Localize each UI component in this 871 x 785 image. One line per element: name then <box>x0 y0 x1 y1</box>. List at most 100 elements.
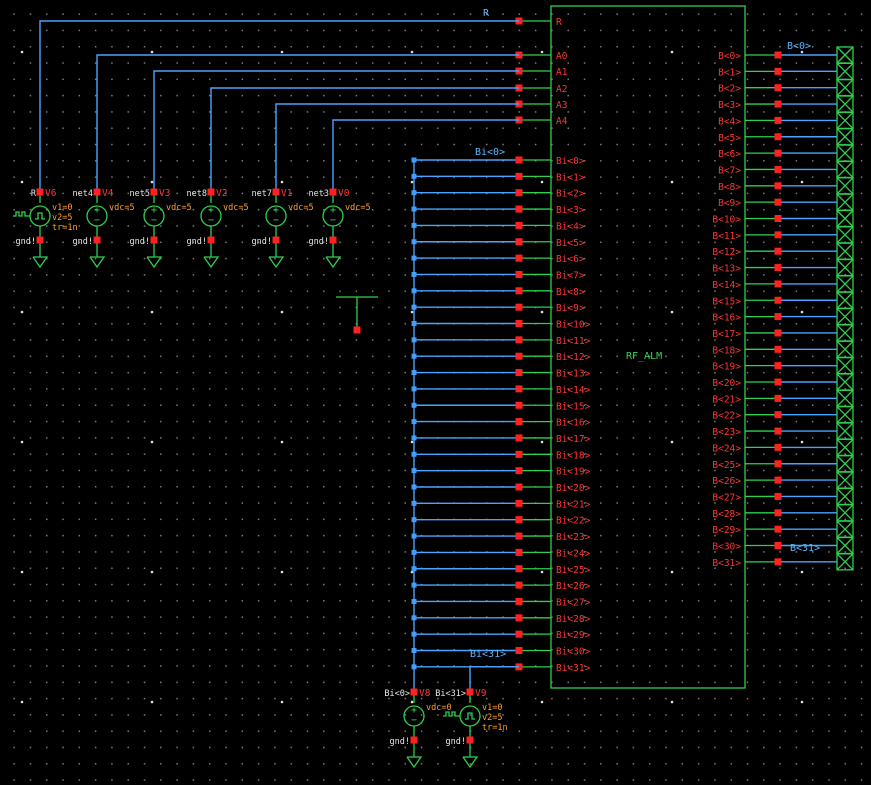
pin-b-29[interactable] <box>774 525 782 533</box>
pin-bi-3[interactable] <box>515 205 523 213</box>
voltage-source-v3[interactable] <box>143 192 165 269</box>
pin-bi-14[interactable] <box>515 385 523 393</box>
pin-b-10[interactable] <box>774 215 782 222</box>
instance-name: V9 <box>475 688 487 699</box>
rf-alm-instance-box[interactable] <box>550 5 746 689</box>
noconn-x <box>836 46 854 64</box>
pin-src-plus[interactable] <box>207 188 215 196</box>
pin-label-bi-31: Bi<31> <box>556 663 591 674</box>
pin-b-17[interactable] <box>774 329 782 337</box>
pin-b-28[interactable] <box>774 509 782 517</box>
pin-bi-15[interactable] <box>515 401 523 409</box>
pin-b-11[interactable] <box>774 231 782 239</box>
voltage-source-v0[interactable] <box>322 192 344 269</box>
pin-bi-13[interactable] <box>515 369 523 377</box>
pin-src-plus[interactable] <box>93 188 101 196</box>
voltage-source-v6[interactable] <box>13 192 51 269</box>
pin-bi-26[interactable] <box>515 581 523 589</box>
pin-bi-1[interactable] <box>515 172 523 180</box>
pin-bi-28[interactable] <box>515 614 523 622</box>
pin-bi-5[interactable] <box>515 238 523 246</box>
pin-b-15[interactable] <box>774 296 782 304</box>
pin-b-18[interactable] <box>774 345 782 353</box>
pin-bi-11[interactable] <box>515 336 523 344</box>
pin-b-8[interactable] <box>774 182 782 190</box>
pin-bi-9[interactable] <box>515 303 523 311</box>
pin-b-25[interactable] <box>774 460 782 468</box>
pin-b-23[interactable] <box>774 427 782 435</box>
voltage-source-v8[interactable] <box>403 692 425 769</box>
pin-b-13[interactable] <box>774 264 782 272</box>
pin-bi-22[interactable] <box>515 516 523 524</box>
pin-b-26[interactable] <box>774 476 782 484</box>
pin-bi-30[interactable] <box>515 647 523 654</box>
pin-b-19[interactable] <box>774 362 782 370</box>
pin-src-plus[interactable] <box>36 188 44 196</box>
pin-label-b-12: B<12> <box>712 247 741 258</box>
pin-src-minus[interactable] <box>410 736 418 744</box>
pin-src-minus[interactable] <box>329 236 337 244</box>
voltage-source-v4[interactable] <box>86 192 108 269</box>
pin-bi-6[interactable] <box>515 254 523 262</box>
pin-b-16[interactable] <box>774 313 782 321</box>
pin-bi-8[interactable] <box>515 287 523 295</box>
pin-b-24[interactable] <box>774 443 782 451</box>
pin-b-4[interactable] <box>774 116 782 124</box>
pin-b-9[interactable] <box>774 198 782 206</box>
pin-src-minus[interactable] <box>272 236 280 244</box>
pin-bi-4[interactable] <box>515 221 523 229</box>
pin-src-minus[interactable] <box>207 236 215 244</box>
pin-bi-27[interactable] <box>515 597 523 605</box>
pin-b-14[interactable] <box>774 280 782 288</box>
pin-bi-23[interactable] <box>515 532 523 540</box>
pin-bi-24[interactable] <box>515 548 523 556</box>
pin-b-2[interactable] <box>774 84 782 92</box>
pin-bi-20[interactable] <box>515 483 523 491</box>
grid-major-dot <box>410 700 414 704</box>
pin-b-5[interactable] <box>774 133 782 141</box>
pin-b-21[interactable] <box>774 394 782 402</box>
pin-src-plus[interactable] <box>272 188 280 196</box>
pin-b-22[interactable] <box>774 411 782 419</box>
pin-src-plus[interactable] <box>466 688 474 696</box>
pin-b-6[interactable] <box>774 149 782 157</box>
grid-major-dot <box>800 700 804 704</box>
pin-src-minus[interactable] <box>150 236 158 244</box>
source-param: vdc=5 <box>109 203 135 213</box>
pin-src-minus[interactable] <box>466 736 474 744</box>
plus-icon: + <box>330 205 336 216</box>
pin-bi-29[interactable] <box>515 630 523 638</box>
pin-bi-7[interactable] <box>515 270 523 278</box>
stray-pin[interactable] <box>353 326 361 334</box>
pin-b-31[interactable] <box>774 558 782 566</box>
pin-b-7[interactable] <box>774 165 782 173</box>
pin-b-30[interactable] <box>774 542 782 549</box>
pin-bi-10[interactable] <box>515 320 523 327</box>
pin-src-plus[interactable] <box>150 188 158 196</box>
pin-b-0[interactable] <box>774 51 782 59</box>
pin-bi-19[interactable] <box>515 467 523 475</box>
pin-src-minus[interactable] <box>93 236 101 244</box>
pin-bi-12[interactable] <box>515 352 523 360</box>
pin-bi-17[interactable] <box>515 434 523 442</box>
pin-bi-0[interactable] <box>515 156 523 164</box>
pin-b-3[interactable] <box>774 100 782 108</box>
pin-bi-16[interactable] <box>515 418 523 426</box>
pin-src-plus[interactable] <box>410 688 418 696</box>
pin-b-1[interactable] <box>774 67 782 75</box>
pin-b-20[interactable] <box>774 378 782 386</box>
pin-src-minus[interactable] <box>36 236 44 244</box>
pin-src-plus[interactable] <box>329 188 337 196</box>
source-circle <box>459 705 481 727</box>
pin-b-12[interactable] <box>774 247 782 255</box>
pin-b-27[interactable] <box>774 492 782 500</box>
grid-major-dot <box>20 180 24 184</box>
pin-bi-21[interactable] <box>515 499 523 507</box>
pin-bi-25[interactable] <box>515 565 523 573</box>
voltage-source-v1[interactable] <box>265 192 287 269</box>
gnd-label: gnd! <box>130 237 150 247</box>
pin-bi-2[interactable] <box>515 189 523 197</box>
pin-bi-18[interactable] <box>515 450 523 458</box>
voltage-source-v2[interactable] <box>200 192 222 269</box>
